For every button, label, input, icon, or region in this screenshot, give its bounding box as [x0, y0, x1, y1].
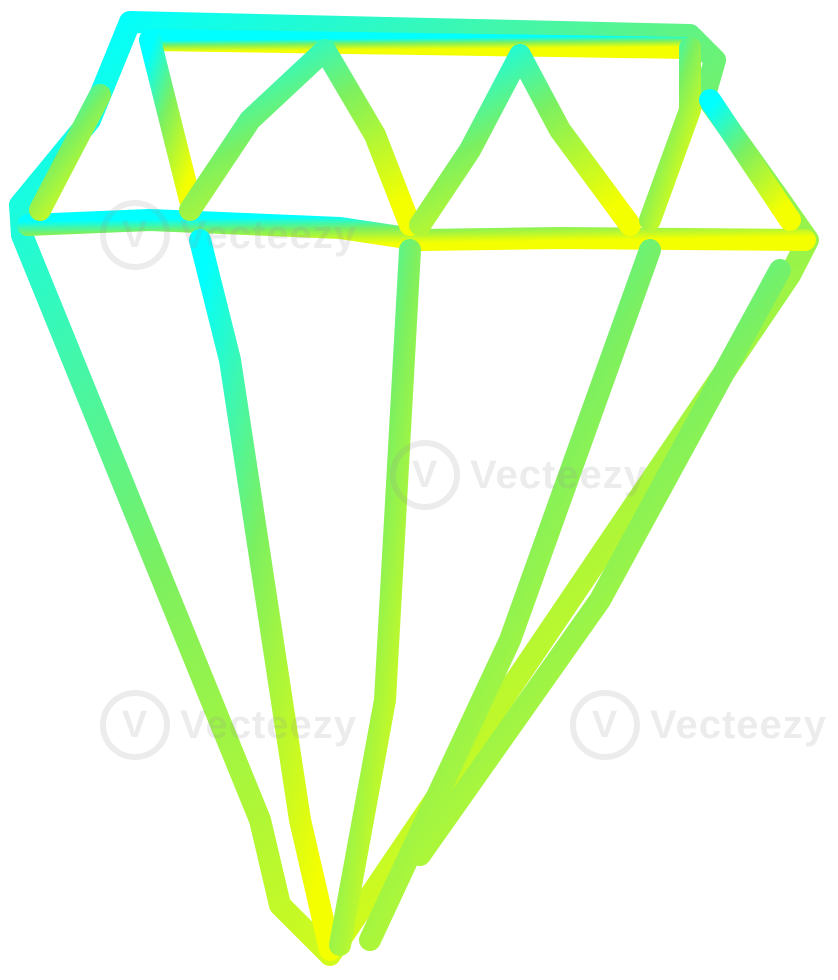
watermark-text: Vecteezy: [180, 702, 358, 747]
watermark-text: Vecteezy: [180, 212, 358, 257]
crown-facet-5: [29, 84, 111, 221]
pavilion-facet-1: [189, 229, 341, 961]
pavilion-facet-2: [329, 239, 421, 956]
watermark: V Vecteezy: [100, 690, 357, 760]
watermark: V Vecteezy: [100, 200, 357, 270]
crown-facet-4: [639, 37, 701, 231]
table-line: [139, 29, 701, 59]
crown-facet-2: [179, 39, 421, 236]
crown-facet-3: [409, 44, 641, 236]
crown-facet-1: [139, 29, 201, 211]
pavilion-facet-3: [359, 239, 661, 951]
watermark-logo-icon: V: [390, 440, 460, 510]
watermark-logo-icon: V: [570, 690, 640, 760]
watermark-logo-icon: V: [100, 690, 170, 760]
watermark-logo-icon: V: [100, 200, 170, 270]
diamond-outline: [9, 11, 819, 966]
pavilion-facet-4: [409, 259, 791, 866]
watermark: V Vecteezy: [390, 440, 647, 510]
watermark-text: Vecteezy: [650, 702, 828, 747]
watermark-text: Vecteezy: [470, 452, 648, 497]
watermark: V Vecteezy: [570, 690, 827, 760]
crown-facet-6: [699, 89, 801, 231]
